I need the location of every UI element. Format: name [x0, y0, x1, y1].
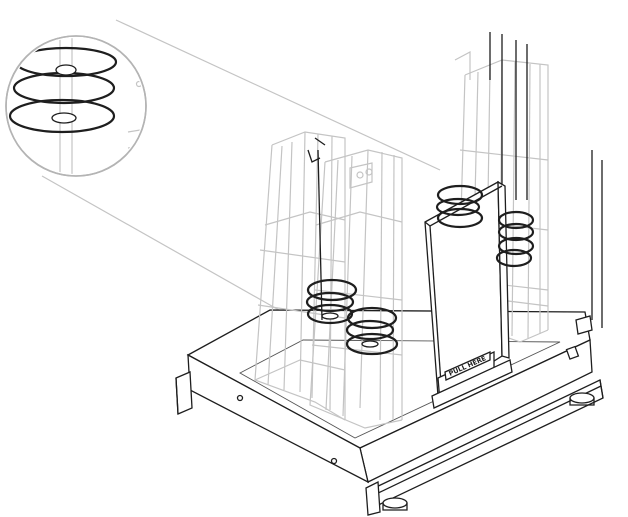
base-tray — [175, 309, 604, 516]
central-panel — [424, 180, 513, 409]
zoom-callout-lines — [41, 19, 441, 323]
zoom-detail — [5, 35, 147, 177]
vertical-rods — [307, 32, 603, 328]
spring-left-lower — [345, 306, 399, 356]
feet — [382, 392, 595, 511]
spring-center — [435, 184, 484, 229]
spring-right — [495, 210, 535, 268]
spring-left-upper — [305, 278, 358, 325]
middle-wire-rack — [309, 149, 403, 429]
